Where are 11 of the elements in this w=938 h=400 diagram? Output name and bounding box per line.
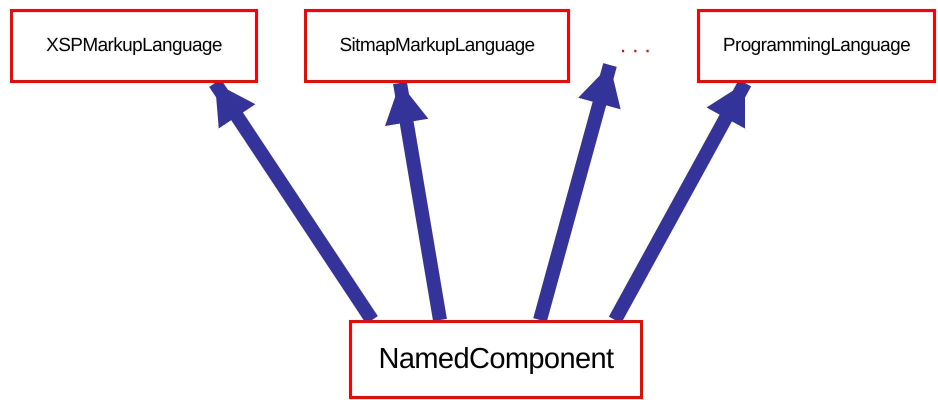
- class-box: [304, 9, 570, 83]
- class-name: NamedComponent: [378, 343, 614, 376]
- class-box: [697, 9, 936, 83]
- class-name: XSPMarkupLanguage: [46, 35, 222, 57]
- class-box: [349, 320, 643, 399]
- arrow: [384, 82, 447, 322]
- class-box: [10, 9, 258, 83]
- ellipsis-text: · · ·: [619, 37, 651, 63]
- arrow: [533, 63, 621, 322]
- class-name: SitmapMarkupLanguage: [339, 35, 535, 57]
- class-name: ProgrammingLanguage: [722, 35, 910, 57]
